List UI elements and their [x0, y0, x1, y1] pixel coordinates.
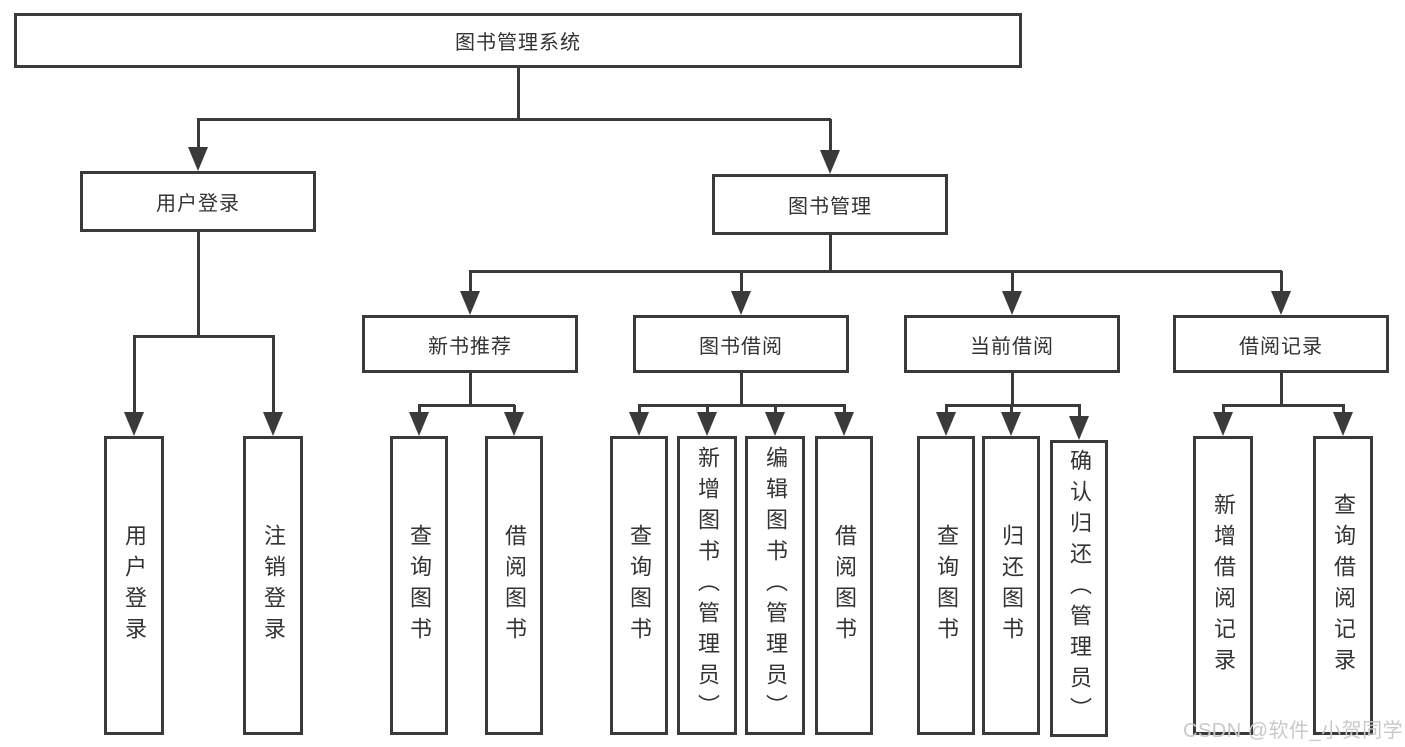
node-book-borrow-label: 图书借阅: [699, 335, 783, 358]
arrowhead-down-icon: [1271, 291, 1291, 315]
arrowhead-down-icon: [460, 291, 480, 315]
connector-line-horizontal: [1222, 404, 1345, 407]
node-leaf-records-add: 新增借阅记录: [1193, 436, 1253, 735]
node-new-book-recommend: 新书推荐: [362, 315, 578, 373]
node-leaf-current-query-label: 查询图书: [934, 523, 959, 648]
arrowhead-down-icon: [409, 412, 429, 436]
node-leaf-records-query: 查询借阅记录: [1313, 436, 1373, 735]
node-leaf-recommend-query: 查询图书: [390, 436, 448, 735]
node-leaf-current-query: 查询图书: [917, 436, 975, 735]
node-leaf-borrow-query-label: 查询图书: [627, 523, 652, 648]
node-leaf-records-add-label: 新增借阅记录: [1211, 492, 1236, 679]
arrowhead-down-icon: [1002, 291, 1022, 315]
connector-line-vertical: [774, 405, 777, 414]
connector-line-horizontal: [418, 404, 515, 407]
node-leaf-borrow-borrow-label: 借阅图书: [832, 523, 857, 648]
node-leaf-user-login: 用户登录: [104, 436, 164, 735]
connector-line-vertical: [469, 271, 472, 293]
arrowhead-down-icon: [1069, 416, 1089, 440]
connector-line-vertical: [1280, 373, 1283, 407]
arrowhead-down-icon: [1333, 412, 1353, 436]
node-root-system: 图书管理系统: [14, 13, 1022, 68]
connector-line-horizontal: [133, 335, 275, 338]
connector-line-vertical: [829, 119, 832, 153]
csdn-watermark: CSDN @软件_小贺同学: [1183, 720, 1404, 742]
node-book-management-label: 图书管理: [788, 196, 872, 218]
arrowhead-down-icon: [834, 412, 854, 436]
arrowhead-down-icon: [1213, 412, 1233, 436]
node-leaf-borrow-add-label: 新增图书（管理员）: [695, 446, 720, 725]
node-leaf-recommend-borrow-label: 借阅图书: [502, 523, 527, 648]
connector-line-vertical: [272, 336, 275, 414]
connector-line-horizontal: [945, 404, 1081, 407]
node-leaf-recommend-borrow: 借阅图书: [485, 436, 543, 735]
arrowhead-down-icon: [936, 412, 956, 436]
node-leaf-records-query-label: 查询借阅记录: [1331, 492, 1356, 679]
connector-line-vertical: [197, 119, 200, 150]
connector-line-vertical: [843, 405, 846, 414]
node-borrow-records: 借阅记录: [1173, 315, 1389, 373]
node-leaf-logout: 注销登录: [243, 436, 303, 735]
arrowhead-down-icon: [124, 412, 144, 436]
connector-line-vertical: [829, 235, 832, 273]
node-leaf-borrow-add: 新增图书（管理员）: [677, 436, 737, 735]
node-user-login-branch: 用户登录: [80, 171, 316, 232]
arrowhead-down-icon: [629, 412, 649, 436]
arrowhead-down-icon: [263, 412, 283, 436]
connector-line-vertical: [740, 271, 743, 293]
node-leaf-borrow-query: 查询图书: [610, 436, 668, 735]
connector-line-vertical: [1011, 373, 1014, 407]
connector-line-vertical: [418, 405, 421, 414]
connector-line-vertical: [1222, 405, 1225, 414]
node-leaf-borrow-edit-label: 编辑图书（管理员）: [763, 446, 788, 725]
node-book-borrow: 图书借阅: [633, 315, 849, 373]
node-leaf-logout-label: 注销登录: [261, 523, 286, 648]
connector-line-vertical: [945, 405, 948, 414]
connector-line-vertical: [197, 232, 200, 338]
node-root-label: 图书管理系统: [455, 32, 581, 54]
connector-line-vertical: [513, 405, 516, 414]
connector-line-horizontal: [197, 118, 831, 121]
node-current-borrow: 当前借阅: [904, 315, 1120, 373]
arrowhead-down-icon: [731, 291, 751, 315]
connector-line-vertical: [1342, 405, 1345, 414]
node-leaf-user-login-label: 用户登录: [122, 523, 147, 648]
arrowhead-down-icon: [697, 412, 717, 436]
node-user-login-label: 用户登录: [156, 193, 240, 215]
connector-line-vertical: [706, 405, 709, 414]
connector-line-vertical: [740, 373, 743, 407]
arrowhead-down-icon: [504, 412, 524, 436]
node-leaf-borrow-borrow: 借阅图书: [815, 436, 873, 735]
connector-line-vertical: [517, 68, 520, 121]
node-leaf-borrow-edit: 编辑图书（管理员）: [745, 436, 805, 735]
connector-line-vertical: [133, 336, 136, 414]
arrowhead-down-icon: [188, 147, 208, 171]
node-leaf-recommend-query-label: 查询图书: [407, 523, 432, 648]
node-leaf-current-return-label: 归还图书: [999, 523, 1024, 648]
arrowhead-down-icon: [820, 150, 840, 174]
node-new-book-recommend-label: 新书推荐: [428, 335, 512, 358]
node-leaf-current-confirm: 确认归还（管理员）: [1050, 440, 1108, 737]
arrowhead-down-icon: [1001, 412, 1021, 436]
node-borrow-records-label: 借阅记录: [1239, 335, 1323, 358]
connector-line-vertical: [1078, 405, 1081, 418]
connector-line-vertical: [469, 373, 472, 407]
node-leaf-current-confirm-label: 确认归还（管理员）: [1067, 449, 1092, 728]
arrowhead-down-icon: [765, 412, 785, 436]
connector-line-vertical: [638, 405, 641, 414]
connector-line-vertical: [1280, 271, 1283, 293]
node-current-borrow-label: 当前借阅: [970, 335, 1054, 358]
node-leaf-current-return: 归还图书: [982, 436, 1040, 735]
connector-line-vertical: [1011, 271, 1014, 293]
connector-line-vertical: [1010, 405, 1013, 414]
node-book-management: 图书管理: [712, 174, 948, 235]
connector-line-horizontal: [469, 270, 1282, 273]
connector-line-horizontal: [638, 404, 846, 407]
